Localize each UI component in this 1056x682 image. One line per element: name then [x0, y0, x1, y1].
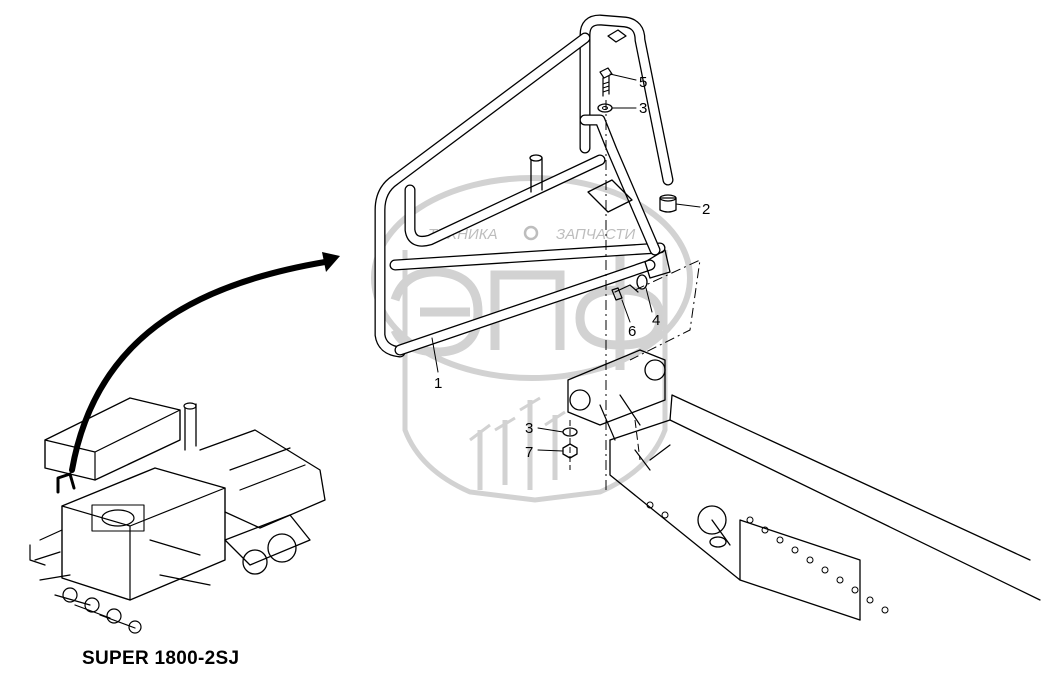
- callout-2: 2: [702, 201, 710, 218]
- callouts: 1 2 3 3 4 5 6 7: [434, 74, 710, 461]
- washer-top: [597, 103, 613, 113]
- callout-5: 5: [639, 74, 647, 91]
- callout-6: 6: [628, 323, 636, 340]
- callout-3-top: 3: [639, 100, 647, 117]
- watermark-text-right: ЗАПЧАСТИ: [556, 226, 635, 243]
- paver-machine: [29, 397, 326, 634]
- model-label: SUPER 1800-2SJ: [82, 648, 240, 669]
- mounting-bracket: [567, 349, 666, 441]
- location-arrow: [69, 252, 340, 473]
- callout-3-lower: 3: [525, 420, 533, 437]
- callout-7: 7: [525, 444, 533, 461]
- watermark-wheat: [469, 396, 566, 490]
- gear-icon: [523, 225, 539, 241]
- handrail-frame: [374, 14, 677, 358]
- bolt-top: [599, 67, 613, 97]
- leader-lines: [431, 73, 701, 452]
- callout-1: 1: [434, 375, 442, 392]
- assembly-axes: [569, 100, 701, 490]
- callout-4: 4: [652, 312, 660, 329]
- washer-side: [636, 274, 648, 290]
- machine-frame: [609, 394, 1041, 621]
